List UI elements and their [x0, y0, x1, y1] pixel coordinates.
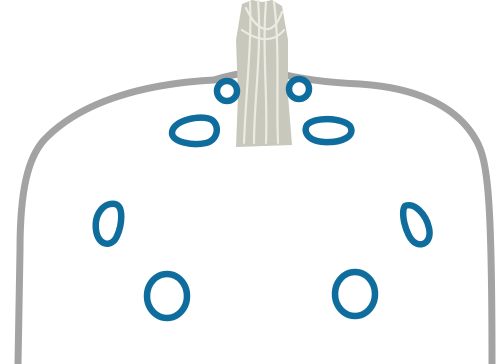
lower-right-ring	[331, 268, 379, 320]
upper-right-small-ring	[285, 75, 313, 103]
left-vertical-oval	[92, 200, 125, 247]
right-tilted-ellipse	[302, 115, 355, 146]
lower-left-ring	[143, 270, 191, 322]
fiber-strand	[240, 28, 286, 41]
fiber-strand	[272, 0, 280, 145]
left-tilted-ellipse	[168, 114, 221, 148]
fiber-strand	[244, 6, 284, 31]
right-vertical-oval	[399, 202, 433, 248]
fiber-strand	[252, 0, 261, 145]
fiber-strand	[263, 0, 268, 145]
upper-left-small-ring	[213, 77, 241, 105]
fiber-bundle	[236, 0, 292, 147]
